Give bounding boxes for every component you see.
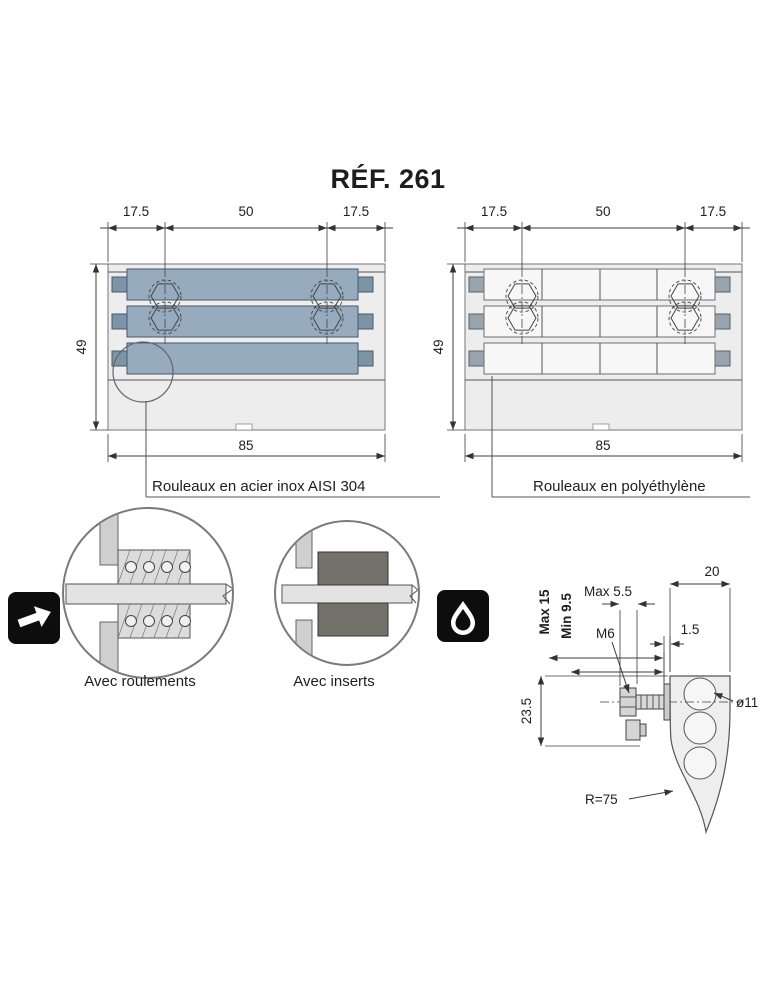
front-view-steel: 17.5 50 17.5 49 85 Rouleaux en acier ino… <box>74 204 440 498</box>
dim-label-hole: ø11 <box>736 695 758 710</box>
dim-height-poly: 49 <box>431 263 465 431</box>
dim-hole-11: ø11 <box>713 692 758 710</box>
profile-view: 20 Max 5.5 Max 15 Min 9.5 M6 <box>519 564 758 835</box>
dim-width-steel: 85 <box>107 434 386 462</box>
dim-label-23-5: 23.5 <box>519 698 534 724</box>
dim-label-85-right: 85 <box>595 438 610 453</box>
dim-20: 20 <box>669 564 731 672</box>
dim-23-5: 23.5 <box>519 675 668 747</box>
dim-height-steel: 49 <box>74 263 108 431</box>
dim-max-5-5: Max 5.5 <box>584 584 655 686</box>
dim-label-max-15: Max 15 <box>537 589 552 635</box>
caption-poly: Rouleaux en polyéthylène <box>491 376 750 498</box>
poly-rollers <box>468 268 731 375</box>
dim-label-50-poly: 50 <box>595 204 610 219</box>
arrow-icon <box>8 592 60 644</box>
dim-max15-min95: Max 15 Min 9.5 <box>537 589 665 686</box>
bolt-hex-markers-right-view <box>505 268 702 344</box>
dim-width-poly: 85 <box>464 434 743 462</box>
dim-label-m6: M6 <box>596 626 615 641</box>
dim-label-20: 20 <box>704 564 719 579</box>
dim-label-17-5-left: 17.5 <box>123 204 149 219</box>
dim-1-5: 1.5 <box>650 622 699 682</box>
dim-label-radius: R=75 <box>585 792 618 807</box>
dim-label-min-9-5: Min 9.5 <box>559 593 574 639</box>
detail-circle-inserts: Avec inserts <box>274 520 420 690</box>
detail-indicator-circle <box>112 341 174 403</box>
steel-rollers <box>111 268 374 375</box>
dim-radius-75: R=75 <box>585 789 674 807</box>
dim-label-1-5: 1.5 <box>681 622 700 637</box>
caption-poly-label: Rouleaux en polyéthylène <box>533 478 706 495</box>
page-title: RÉF. 261 <box>330 163 445 194</box>
dim-label-85-left: 85 <box>238 438 253 453</box>
detail-inserts-label: Avec inserts <box>293 673 374 690</box>
dim-label-17-5-right: 17.5 <box>343 204 369 219</box>
caption-steel-label: Rouleaux en acier inox AISI 304 <box>152 478 365 495</box>
bolt-assembly <box>600 683 744 741</box>
detail-circle-bearings: Avec roulements <box>62 507 234 690</box>
dim-label-17-5-left-poly: 17.5 <box>481 204 507 219</box>
dim-m6: M6 <box>596 626 630 694</box>
dim-label-50: 50 <box>238 204 253 219</box>
dim-label-max-5-5: Max 5.5 <box>584 584 632 599</box>
dim-label-17-5-right-poly: 17.5 <box>700 204 726 219</box>
caption-steel: Rouleaux en acier inox AISI 304 <box>145 401 440 498</box>
droplet-icon <box>437 590 489 642</box>
front-view-poly: 17.5 50 17.5 49 85 Rouleaux en polyéthyl… <box>431 204 750 498</box>
detail-bearings-label: Avec roulements <box>84 673 195 690</box>
dim-top-steel: 17.5 50 17.5 <box>100 204 393 268</box>
dim-top-poly: 17.5 50 17.5 <box>457 204 750 268</box>
bolt-hex-markers-left-view <box>148 268 344 344</box>
dim-label-49-right: 49 <box>431 339 446 354</box>
dim-label-49-left: 49 <box>74 339 89 354</box>
